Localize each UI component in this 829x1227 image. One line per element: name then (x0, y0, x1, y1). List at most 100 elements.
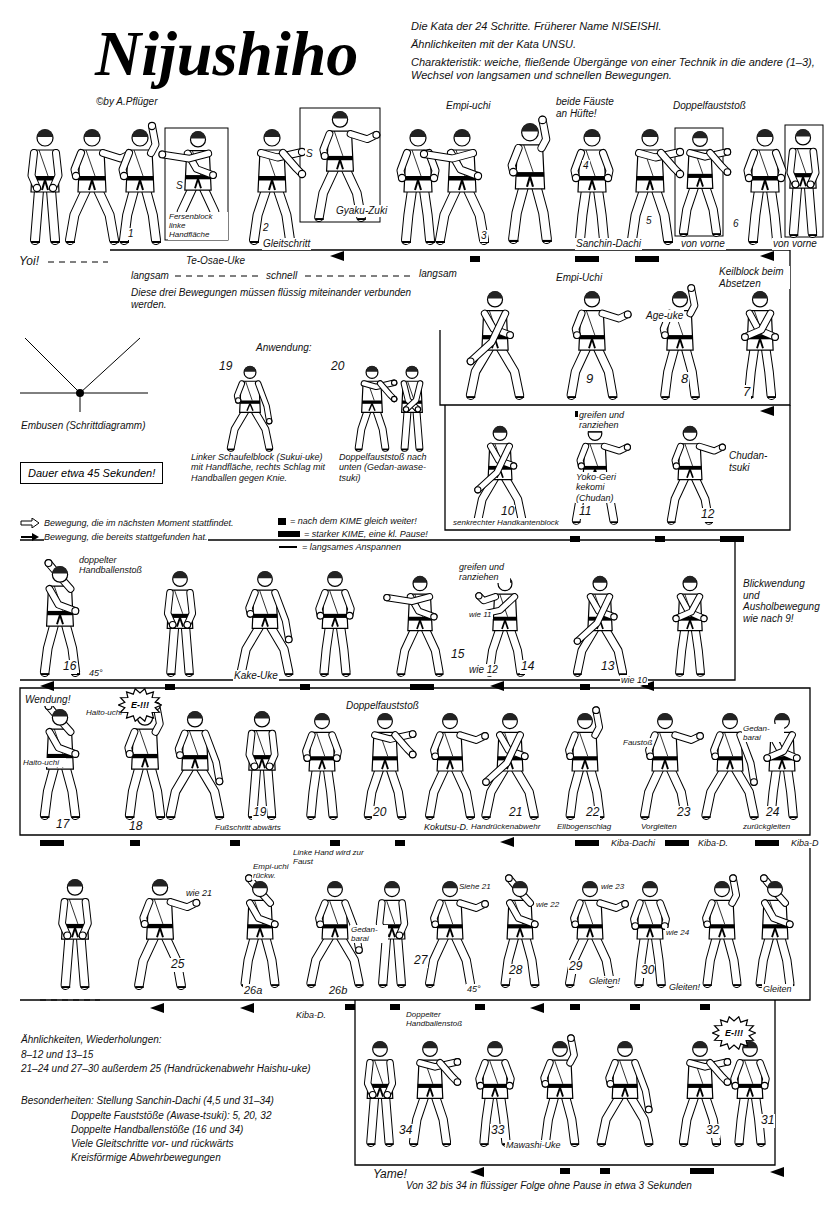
fist (807, 181, 814, 188)
fist (216, 778, 223, 785)
fist (701, 615, 707, 621)
black-belt (405, 176, 432, 181)
callout-number: 15 (450, 648, 465, 662)
legend-item: = langsames Anspannen (278, 542, 401, 552)
legend-item: = nach dem KIME gleich weiter! (278, 516, 417, 526)
kime-marker (655, 536, 665, 542)
callout-number: 5 (645, 215, 653, 227)
hair (503, 713, 518, 720)
fist (398, 174, 405, 181)
foot (680, 233, 688, 235)
foot (645, 1143, 653, 1145)
black-belt (240, 400, 260, 403)
head (723, 714, 738, 729)
limb-outline (187, 593, 192, 625)
limb-fill (83, 902, 88, 935)
limb-outline (545, 1097, 554, 1143)
annotation: 45° (88, 668, 104, 678)
limb-outline (435, 1097, 446, 1143)
limb-fill (359, 411, 368, 448)
karateka-figure (167, 711, 224, 817)
fist (719, 444, 725, 450)
annotation: Viele Gleitschritte vor- und rückwärts (70, 1138, 234, 1150)
limb-fill (311, 769, 317, 815)
annotation: ©by A.Pflüger (95, 96, 158, 108)
foot (635, 984, 643, 986)
head (385, 882, 400, 897)
annotation: Sanchin-Dachi (575, 238, 642, 250)
fist (392, 380, 397, 385)
fist (72, 750, 79, 757)
annotation: beide Fäuste an Hüfte! (555, 96, 627, 119)
limb-outline (706, 769, 724, 815)
limb-outline (440, 1063, 457, 1082)
head (373, 1042, 388, 1057)
hair (373, 1041, 388, 1048)
karateka-figure (668, 426, 726, 522)
strong-kime-marker (690, 1168, 714, 1174)
head (258, 572, 273, 587)
fist (432, 753, 439, 760)
fist (420, 150, 427, 157)
karateka-figure (367, 1041, 393, 1144)
hair (642, 129, 658, 137)
limb-outline (139, 937, 154, 985)
callout-number: 16 (62, 660, 77, 674)
karateka-figure (410, 1041, 461, 1144)
karateka-figure (628, 129, 684, 242)
limb-fill (424, 190, 430, 240)
limb-outline (509, 878, 530, 903)
foot (402, 449, 409, 450)
dashed-line (175, 276, 258, 277)
fist (724, 1079, 731, 1086)
limb-fill (376, 411, 385, 448)
limb-fill (231, 411, 246, 448)
karateka-figure (641, 713, 703, 817)
foot (482, 816, 490, 818)
karateka-figure (572, 129, 611, 242)
direction-arrow (330, 251, 344, 261)
annotation: Doppelte Handballenstöße (16 und 34) (70, 1124, 244, 1136)
limb-fill (809, 186, 813, 233)
limb-fill (146, 190, 156, 240)
limb-outline (811, 151, 816, 184)
fist (593, 707, 600, 714)
fist (409, 751, 416, 758)
fist (409, 731, 416, 738)
annotation: wie 23 (600, 882, 634, 891)
foot (571, 1143, 579, 1145)
limb-outline (536, 187, 546, 239)
limb-fill (580, 190, 586, 240)
foot (397, 673, 405, 675)
fist (611, 614, 617, 620)
direction-arrow (760, 251, 774, 261)
black-belt (688, 174, 713, 178)
fist (568, 1035, 575, 1042)
head (493, 427, 507, 441)
limb-outline (598, 190, 604, 240)
kime-marker (330, 840, 340, 846)
fist (645, 1106, 652, 1113)
head (503, 714, 518, 729)
karateka-figure (661, 285, 700, 397)
limb-outline (241, 627, 259, 673)
fist (304, 755, 311, 762)
foot (733, 984, 741, 986)
kime-marker (580, 684, 590, 690)
belt-ends (757, 339, 763, 348)
callout-number: 20 (330, 360, 345, 374)
karateka-figure (315, 111, 380, 219)
hair (643, 881, 658, 888)
kime-marker (300, 684, 310, 690)
head (378, 714, 393, 729)
head (642, 130, 658, 146)
strong-kime-marker (635, 256, 659, 262)
fist (483, 779, 490, 786)
foot (307, 816, 315, 818)
annotation: Kiba-D (790, 838, 820, 848)
gi-lapel (246, 381, 253, 400)
gi-lapel (260, 590, 268, 614)
annotation: Keilblock beim Absetzen (718, 266, 790, 289)
black-belt (653, 756, 678, 760)
limb-outline (570, 769, 579, 815)
